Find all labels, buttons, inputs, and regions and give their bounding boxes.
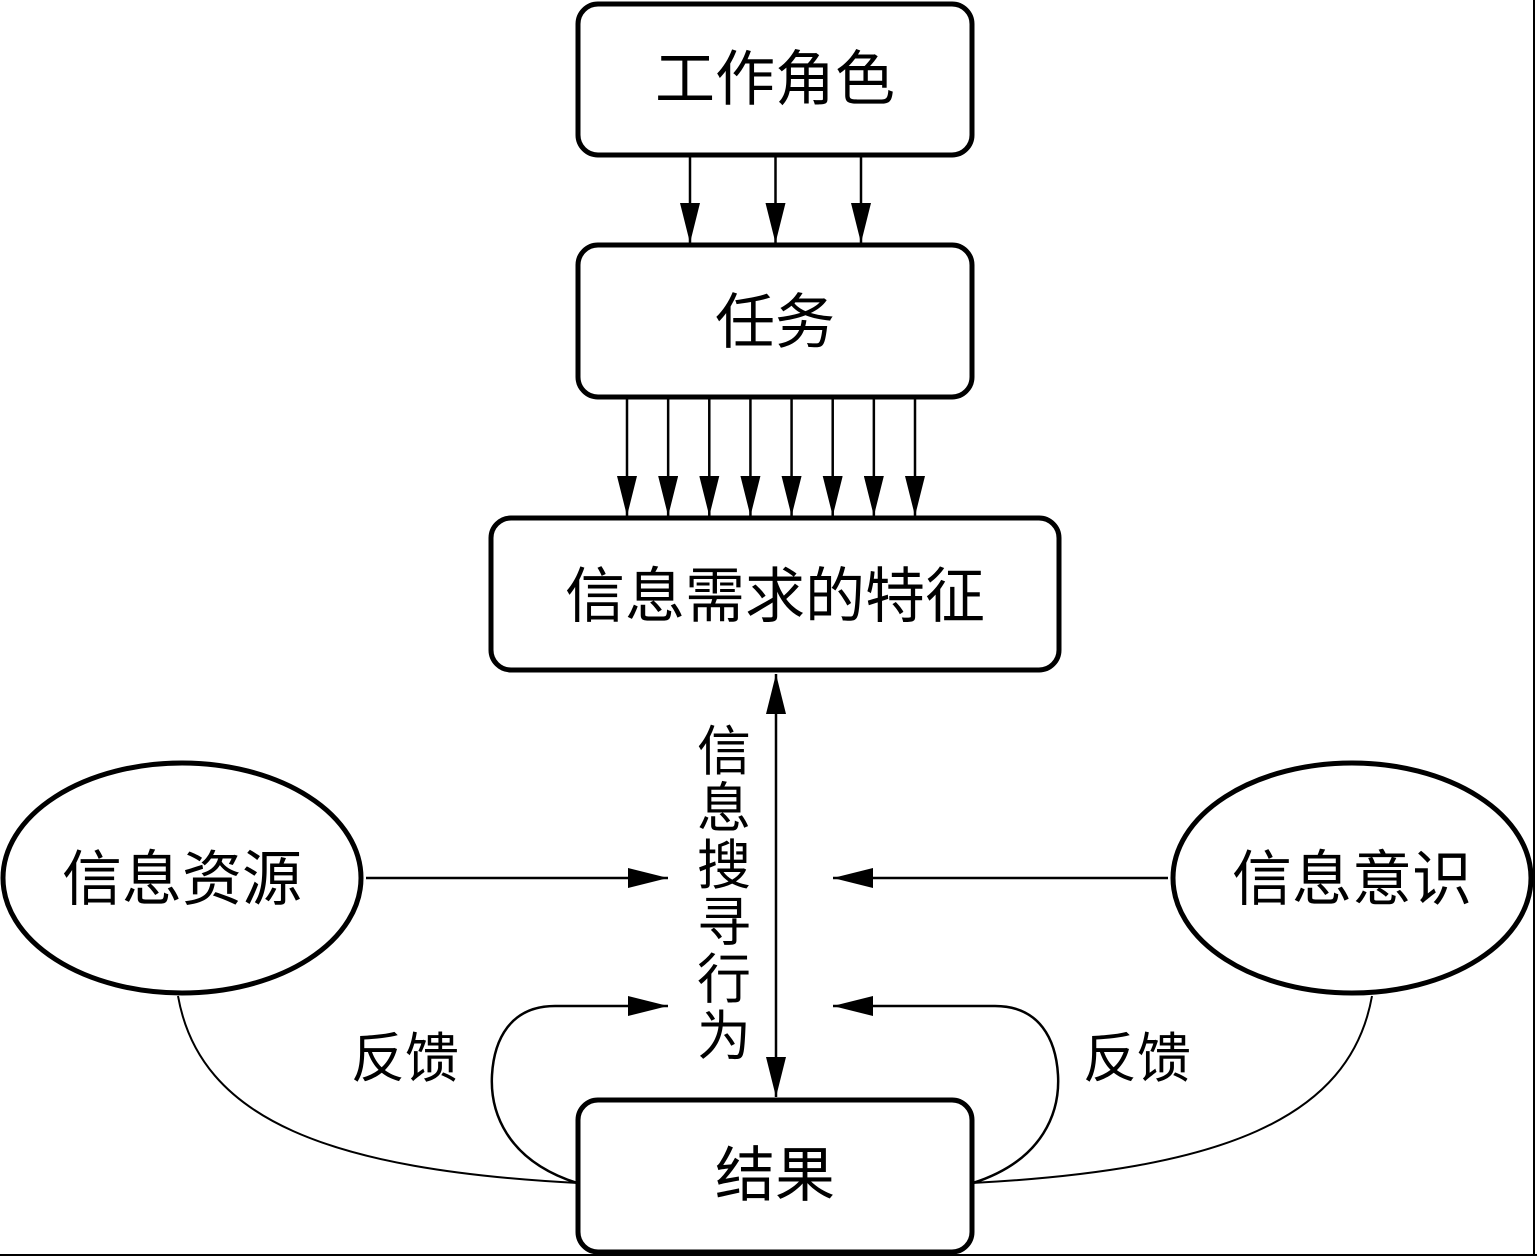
curve-resource-to-result <box>177 995 579 1184</box>
node-task: 任务 <box>575 242 975 400</box>
info-seeking-behavior-char: 信 <box>697 720 751 783</box>
info-seeking-behavior-char: 寻 <box>697 891 751 954</box>
node-result: 结果 <box>575 1097 975 1255</box>
work-role-box <box>575 1 975 158</box>
need-features-box <box>488 515 1062 673</box>
node-info-resource: 信息资源 <box>0 760 364 996</box>
info-seeking-behavior-char: 搜 <box>697 834 751 897</box>
feedback-arrow-left <box>490 996 668 1185</box>
feedback-arrow-right <box>833 996 1060 1185</box>
feedback-label-right: 反馈 <box>1083 1027 1191 1090</box>
info-seeking-behavior-char: 行 <box>697 948 751 1011</box>
info-seeking-behavior-char: 为 <box>697 1005 751 1068</box>
curve-awareness-to-result <box>971 995 1373 1184</box>
node-work-role: 工作角色 <box>575 1 975 158</box>
result-label: 结果 <box>715 1141 835 1211</box>
info-resource-label: 信息资源 <box>62 845 302 915</box>
info-resource-ellipse <box>0 760 364 996</box>
arrows-task-to-need-features <box>617 399 925 516</box>
node-need-features: 信息需求的特征 <box>488 515 1062 673</box>
task-label: 任务 <box>715 288 835 358</box>
work-role-label: 工作角色 <box>655 45 895 115</box>
info-awareness-ellipse <box>1170 760 1534 996</box>
result-box <box>575 1097 975 1255</box>
feedback-label-left: 反馈 <box>351 1027 459 1090</box>
need-features-label: 信息需求的特征 <box>565 562 985 632</box>
node-info-awareness: 信息意识 <box>1170 760 1534 996</box>
info-awareness-label: 信息意识 <box>1232 845 1472 915</box>
task-box <box>575 242 975 400</box>
arrows-role-to-task <box>680 157 871 243</box>
info-seeking-behavior-char: 息 <box>697 777 751 840</box>
